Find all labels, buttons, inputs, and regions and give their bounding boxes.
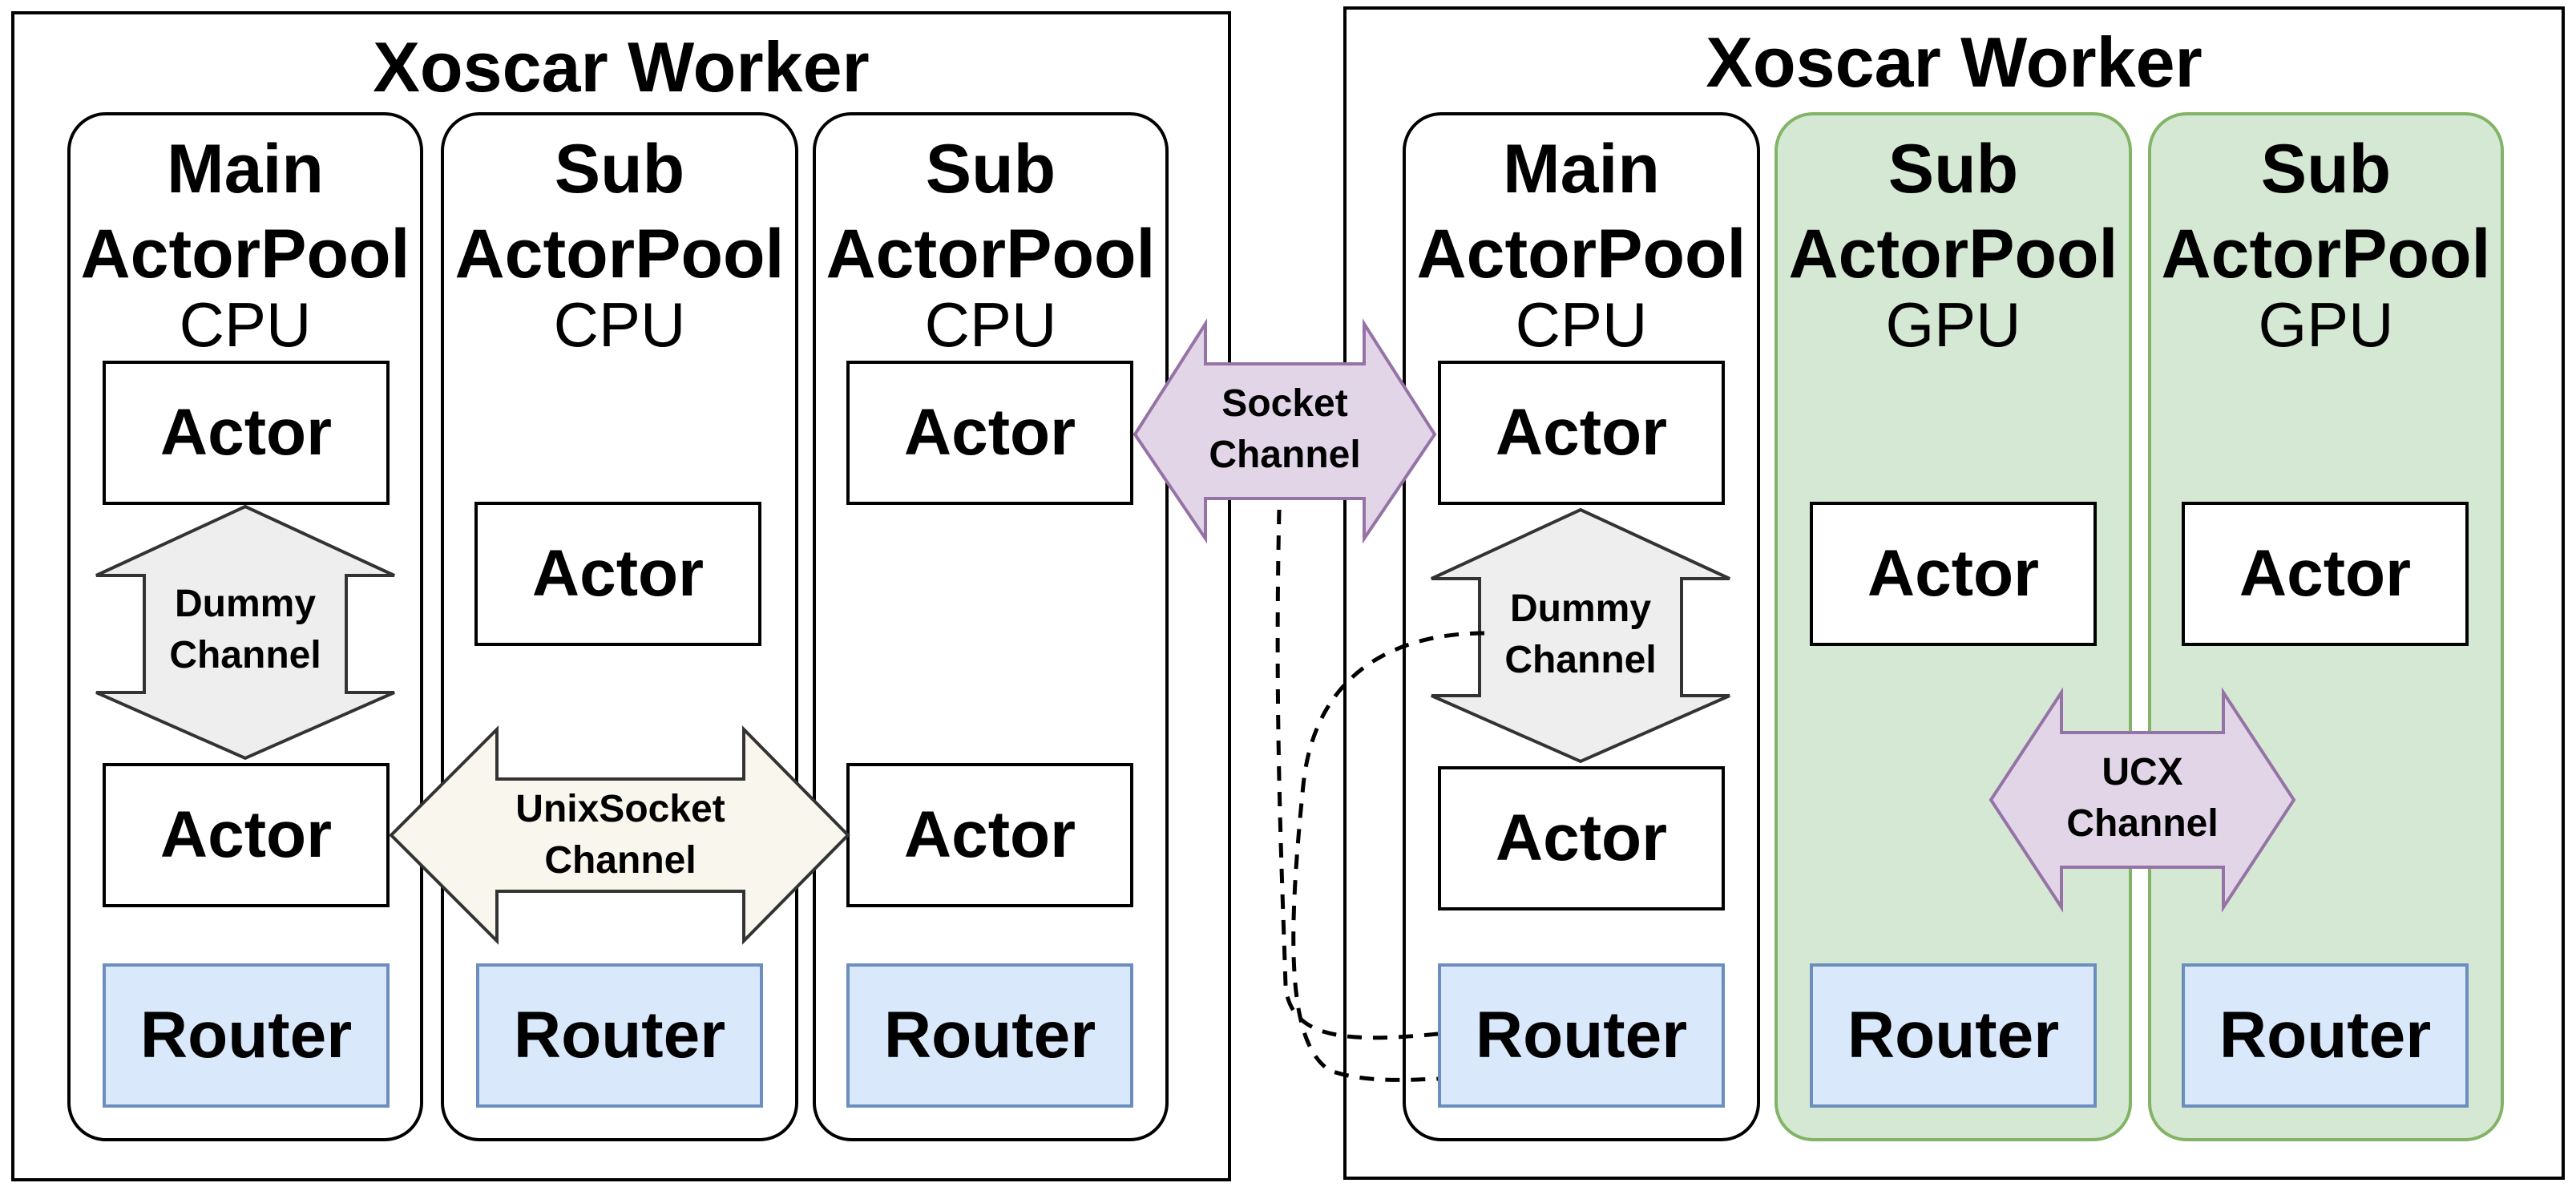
actor-box: Actor (1810, 502, 2097, 646)
socket-channel-arrow (1133, 318, 1437, 544)
actor-box: Actor (2182, 502, 2469, 646)
worker-title: Xoscar Worker (373, 27, 870, 107)
ucx-channel-arrow (1989, 687, 2296, 913)
pool-device: GPU (1885, 289, 2021, 360)
unixsocket-channel-arrow (389, 725, 850, 945)
pool-device: CPU (553, 289, 686, 360)
pool-device: GPU (2258, 289, 2394, 360)
dashed-connector-socket-router (1275, 509, 1439, 1040)
socket-channel-label: Socket Channel (1209, 382, 1361, 476)
router-box: Router (1438, 963, 1725, 1108)
actor-box: Actor (846, 361, 1133, 505)
actor-box: Actor (474, 502, 761, 646)
router-box: Router (846, 963, 1133, 1108)
worker-title: Xoscar Worker (1706, 22, 2203, 102)
actor-box: Actor (1438, 361, 1725, 505)
dummy-channel-label-left: Dummy Channel (169, 583, 321, 676)
ucx-channel-label: UCX Channel (2066, 751, 2219, 845)
unixsocket-channel-label: UnixSocket Channel (515, 788, 725, 882)
pool-device: CPU (924, 289, 1057, 360)
router-box: Router (2182, 963, 2469, 1108)
actor-box: Actor (1438, 766, 1725, 910)
pool-device: CPU (179, 289, 312, 360)
router-box: Router (1810, 963, 2097, 1108)
router-box: Router (476, 963, 763, 1108)
dummy-channel-arrow-left (95, 504, 395, 761)
actor-box: Actor (846, 763, 1133, 907)
pool-device: CPU (1515, 289, 1648, 360)
actor-box: Actor (103, 763, 390, 907)
actor-box: Actor (103, 361, 390, 505)
router-box: Router (103, 963, 390, 1108)
dashed-connector-dummy-router (1291, 631, 1485, 1082)
dummy-channel-arrow-right (1431, 507, 1730, 764)
dummy-channel-label-right: Dummy Channel (1504, 587, 1657, 681)
